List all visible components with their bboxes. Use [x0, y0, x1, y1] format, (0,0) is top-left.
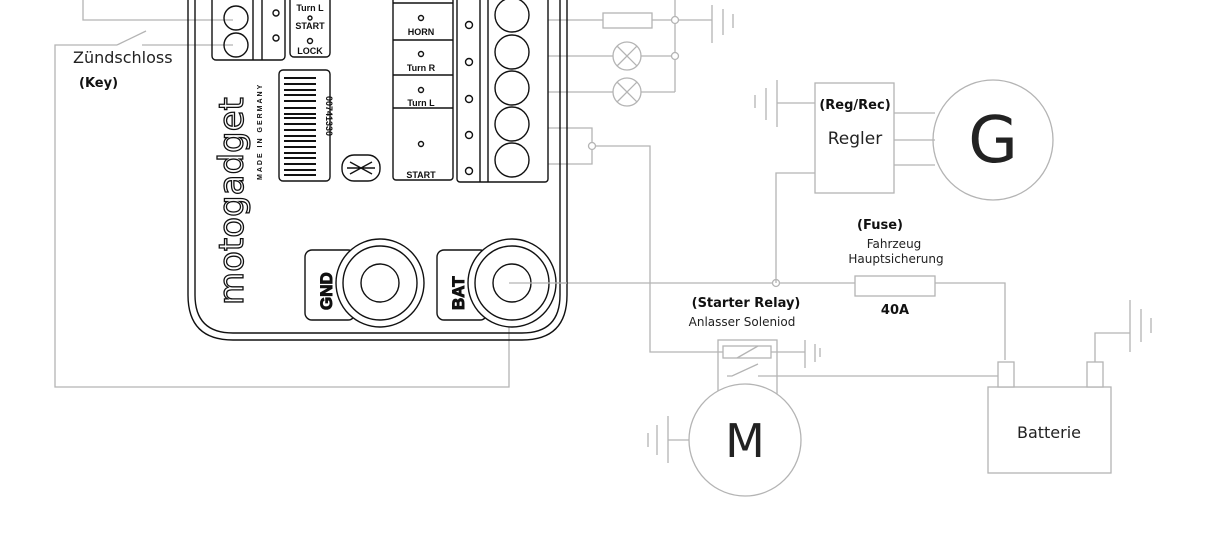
gnd-terminal [335, 238, 425, 328]
labels: Zündschloss (Key) (Reg/Rec) Regler G (Fu… [73, 48, 1081, 468]
label-lock: LOCK [297, 46, 323, 56]
ground-symbol-top [711, 5, 734, 43]
brand-logo: motogadget [212, 97, 252, 305]
bat-main-wire [54, 44, 1006, 388]
generator-symbol [932, 79, 1054, 201]
fuse-label-line2: Hauptsicherung [848, 252, 943, 266]
ignition-wire-1 [82, 0, 233, 21]
ignition-label-en: (Key) [79, 76, 118, 91]
ground-symbol-relay [771, 340, 821, 368]
label-turn-l: Turn L [407, 98, 435, 108]
ground-symbol-motor [647, 416, 689, 463]
lamp-symbol-1 [612, 41, 642, 71]
left-label-panel [289, 0, 331, 58]
motogadget-device: Turn L START LOCK 00741330 MADE IN GERMA… [187, 0, 568, 341]
gnd-label: GND [317, 272, 336, 310]
battery-terminal-negative [1086, 361, 1104, 388]
ground-symbol-regulator [754, 80, 815, 127]
connector-left [211, 0, 286, 61]
device-outline [187, 0, 568, 341]
ground-symbol-battery [1094, 300, 1152, 362]
lamp-wires [548, 0, 676, 93]
wires [54, 0, 1152, 497]
relay-switch [727, 345, 1005, 377]
label-turn-l-top: Turn L [296, 3, 324, 13]
label-start: START [406, 170, 436, 180]
regulator-output-wire [775, 172, 815, 283]
relay-label-en: (Starter Relay) [692, 296, 801, 311]
regulator-label-en: (Reg/Rec) [819, 98, 890, 113]
generator-label: G [968, 104, 1018, 178]
connector-right [456, 0, 549, 183]
serial-number: 00741330 [324, 96, 334, 136]
made-in-text: MADE IN GERMANY [257, 83, 264, 180]
fuse-label-en: (Fuse) [857, 218, 903, 233]
junction [670, 51, 680, 61]
battery-label: Batterie [1017, 423, 1081, 442]
regulator-box [814, 82, 895, 194]
generator-wires [894, 112, 935, 166]
label-horn: HORN [408, 27, 435, 37]
label-turn-r: Turn R [407, 63, 436, 73]
battery-box [987, 386, 1112, 474]
barcode [278, 69, 331, 182]
fuse-symbol [854, 275, 936, 297]
fuse-label-line1: Fahrzeug [867, 237, 922, 251]
label-start-top: START [295, 21, 325, 31]
hazard-icon [341, 154, 381, 182]
lamp-symbol-2 [612, 77, 642, 107]
right-label-panel [392, 0, 454, 181]
junction [670, 15, 680, 25]
relay-label: Anlasser Soleniod [689, 315, 796, 329]
resistor-symbol [602, 12, 653, 29]
ignition-label: Zündschloss [73, 48, 173, 67]
regulator-label: Regler [828, 129, 882, 149]
battery-terminal-positive [997, 361, 1015, 388]
junction [587, 141, 597, 151]
fuse-rating: 40A [881, 303, 909, 318]
bat-label: BAT [449, 276, 468, 310]
ignition-switch-contact [116, 30, 147, 46]
motor-label: M [725, 414, 765, 468]
